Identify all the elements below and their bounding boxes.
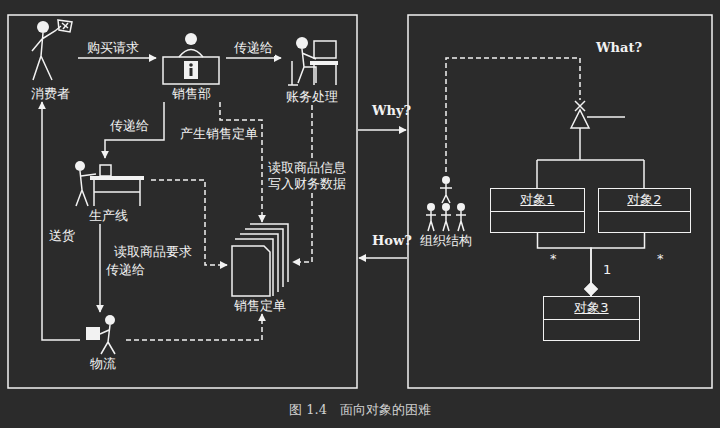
- caption: 图 1.4 面向对象的困难: [0, 401, 720, 419]
- free-label: How?: [370, 233, 414, 249]
- flow-arrow: [226, 57, 281, 59]
- node-label: 销售定单: [227, 298, 293, 314]
- icon: [25, 18, 75, 86]
- node-label: 物流: [80, 356, 126, 372]
- class-name: 对象2: [599, 189, 690, 212]
- flow-arrow: [42, 102, 80, 340]
- flow-arrow: [99, 224, 101, 312]
- flow-arrow: [105, 102, 164, 158]
- icon: [68, 158, 148, 208]
- consumer-figure: 消费者: [22, 18, 78, 102]
- class-box: 对象3: [543, 296, 640, 341]
- class-name: 对象3: [544, 297, 639, 320]
- node-label: 组织结构: [417, 233, 475, 249]
- free-label: *: [548, 251, 559, 267]
- node-label: 账务处理: [281, 89, 343, 105]
- composition-line: [538, 233, 592, 296]
- flow-arrow: [220, 102, 262, 222]
- dashed-link: [446, 58, 580, 172]
- class-name: 对象1: [491, 189, 584, 212]
- node-label: 生产线: [65, 208, 151, 224]
- edge-label: 读取商品要求: [112, 244, 194, 260]
- icon: [83, 312, 123, 356]
- free-label: 1: [601, 262, 613, 278]
- left-panel: [8, 15, 357, 388]
- logistics-figure: 物流: [80, 312, 126, 372]
- free-label: Why?: [370, 103, 413, 119]
- edge-label: 传递给: [104, 262, 147, 278]
- right-panel: [408, 15, 712, 388]
- accounting-figure: 账务处理: [281, 33, 343, 105]
- free-label: What?: [594, 40, 644, 56]
- class-compartment: [599, 212, 690, 232]
- edge-label: 购买请求: [85, 40, 141, 56]
- order-figure: 销售定单: [227, 222, 293, 314]
- node-label: 销售部: [156, 86, 226, 102]
- flow-arrow: [78, 57, 156, 59]
- icon: [284, 33, 340, 89]
- sales-figure: 销售部: [156, 30, 226, 102]
- flow-arrow: [126, 314, 262, 340]
- production-figure: 生产线: [65, 158, 151, 224]
- composition-line: [591, 233, 645, 296]
- icon: [230, 222, 290, 298]
- icon: [159, 30, 223, 86]
- edge-label: 送货: [47, 228, 77, 244]
- node-label: 消费者: [22, 86, 78, 102]
- free-label: *: [655, 251, 666, 267]
- org-figure: 组织结构: [417, 175, 475, 249]
- edge-label: 读取商品信息 写入财务数据: [266, 160, 350, 192]
- class-box: 对象1: [490, 188, 585, 233]
- class-compartment: [491, 212, 584, 232]
- edge-label: 传递给: [232, 40, 275, 56]
- edge-label: 传递给: [108, 118, 151, 134]
- class-box: 对象2: [598, 188, 691, 233]
- inheritance-tree: [537, 101, 644, 188]
- icon: [421, 175, 471, 233]
- edge-label: 产生销售定单: [178, 126, 260, 142]
- class-compartment: [544, 320, 639, 340]
